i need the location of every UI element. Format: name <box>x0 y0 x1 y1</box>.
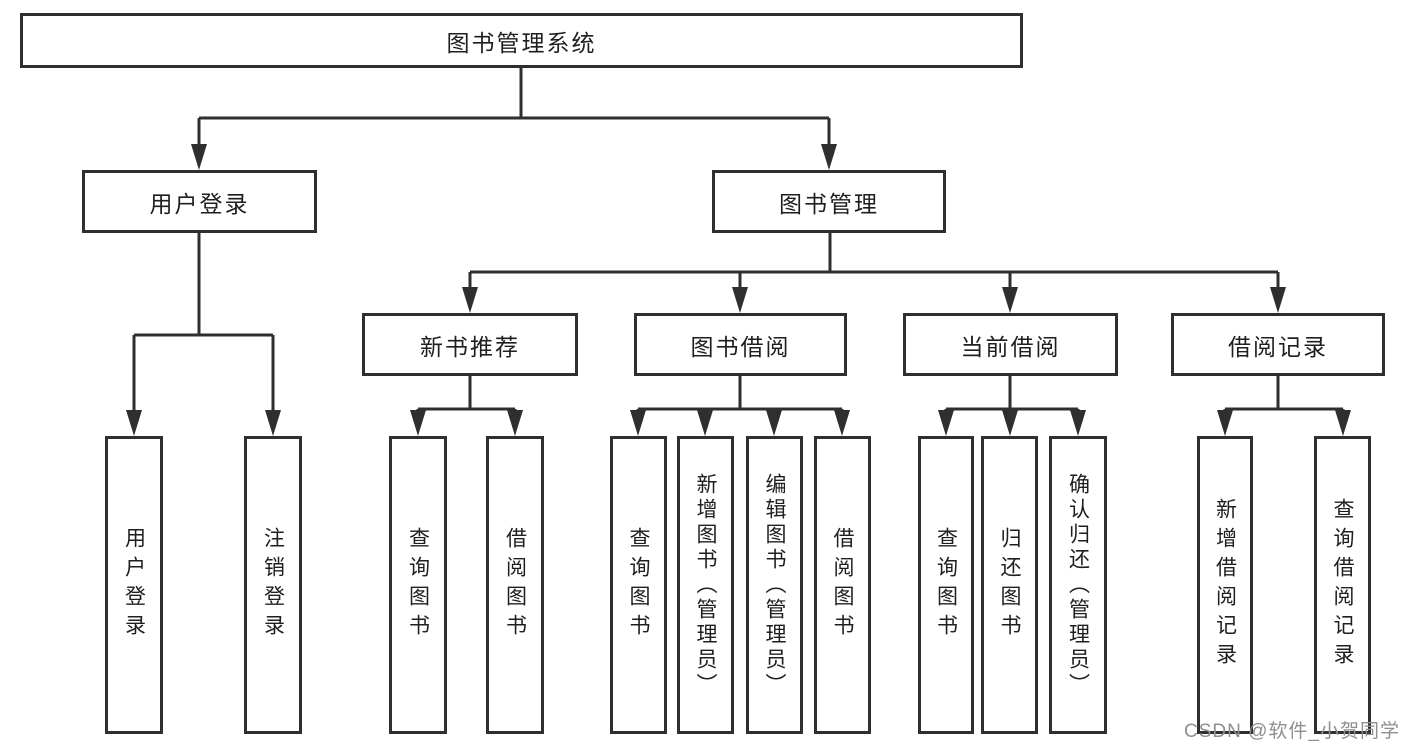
leaf-current-query: 查询图书 <box>918 436 974 734</box>
leaf-user-login: 用户登录 <box>105 436 163 734</box>
leaf-current-confirm-admin-label: 确认归还（管理员） <box>1066 472 1090 698</box>
leaf-newbooks-borrow-label: 借阅图书 <box>503 527 527 643</box>
node-new-books-label: 新书推荐 <box>420 333 520 360</box>
leaf-records-add: 新增借阅记录 <box>1197 436 1253 734</box>
connector-line <box>1223 376 1345 416</box>
arrowhead-icon <box>1002 287 1018 313</box>
node-user-login: 用户登录 <box>82 170 317 233</box>
connector-records-to-leaves <box>1217 376 1351 436</box>
node-book-borrow-label: 图书借阅 <box>690 333 791 360</box>
node-borrow-records: 借阅记录 <box>1171 313 1385 376</box>
arrowhead-icon <box>1270 287 1286 313</box>
leaf-borrow-query-label: 查询图书 <box>627 527 650 643</box>
leaf-records-add-label: 新增借阅记录 <box>1213 498 1237 672</box>
arrowhead-icon <box>766 410 782 436</box>
connector-line <box>636 376 844 416</box>
connector-line <box>468 233 1280 295</box>
node-current-borrow: 当前借阅 <box>903 313 1118 376</box>
leaf-borrow-book-label: 借阅图书 <box>831 527 854 643</box>
leaf-current-query-label: 查询图书 <box>934 527 958 643</box>
node-book-manage: 图书管理 <box>712 170 946 233</box>
arrowhead-icon <box>697 410 713 436</box>
leaf-records-query-label: 查询借阅记录 <box>1331 498 1354 672</box>
connector-root-to-level1 <box>191 68 837 170</box>
leaf-borrow-query: 查询图书 <box>610 436 667 734</box>
arrowhead-icon <box>630 410 646 436</box>
leaf-newbooks-query-label: 查询图书 <box>406 527 430 643</box>
connector-current-to-leaves <box>938 376 1086 436</box>
leaf-records-query: 查询借阅记录 <box>1314 436 1371 734</box>
node-borrow-records-label: 借阅记录 <box>1228 333 1328 360</box>
leaf-logout: 注销登录 <box>244 436 302 734</box>
leaf-borrow-edit-admin: 编辑图书（管理员） <box>746 436 803 734</box>
arrowhead-icon <box>1335 410 1351 436</box>
node-current-borrow-label: 当前借阅 <box>960 333 1061 360</box>
connector-manage-to-level2 <box>462 233 1286 313</box>
leaf-borrow-edit-admin-label: 编辑图书（管理员） <box>763 472 786 698</box>
connector-line <box>132 233 275 418</box>
node-user-login-label: 用户登录 <box>149 190 250 217</box>
leaf-newbooks-borrow: 借阅图书 <box>486 436 544 734</box>
node-book-manage-label: 图书管理 <box>779 190 879 217</box>
arrowhead-icon <box>191 144 207 170</box>
arrowhead-icon <box>410 410 426 436</box>
arrowhead-icon <box>834 410 850 436</box>
leaf-newbooks-query: 查询图书 <box>389 436 447 734</box>
arrowhead-icon <box>938 410 954 436</box>
node-book-borrow: 图书借阅 <box>634 313 847 376</box>
node-root: 图书管理系统 <box>20 13 1023 68</box>
leaf-borrow-add-admin-label: 新增图书（管理员） <box>694 472 717 698</box>
watermark: CSDN @软件_小贺同学 <box>1184 721 1400 742</box>
leaf-current-confirm-admin: 确认归还（管理员） <box>1049 436 1107 734</box>
node-new-books: 新书推荐 <box>362 313 578 376</box>
arrowhead-icon <box>1070 410 1086 436</box>
connector-borrow-to-leaves <box>630 376 850 436</box>
leaf-user-login-label: 用户登录 <box>122 527 146 643</box>
node-root-label: 图书管理系统 <box>446 29 597 56</box>
arrowhead-icon <box>462 287 478 313</box>
arrowhead-icon <box>1217 410 1233 436</box>
connector-login-to-leaves <box>126 233 281 436</box>
arrowhead-icon <box>821 144 837 170</box>
leaf-borrow-book: 借阅图书 <box>814 436 871 734</box>
leaf-borrow-add-admin: 新增图书（管理员） <box>677 436 734 734</box>
leaf-logout-label: 注销登录 <box>261 527 285 643</box>
leaf-current-return-label: 归还图书 <box>998 527 1021 643</box>
leaf-current-return: 归还图书 <box>981 436 1038 734</box>
connector-line <box>197 68 831 152</box>
arrowhead-icon <box>507 410 523 436</box>
connector-newbooks-to-leaves <box>410 376 523 436</box>
arrowhead-icon <box>265 410 281 436</box>
arrowhead-icon <box>126 410 142 436</box>
arrowhead-icon <box>1002 410 1018 436</box>
arrowhead-icon <box>732 287 748 313</box>
connector-line <box>416 376 517 416</box>
